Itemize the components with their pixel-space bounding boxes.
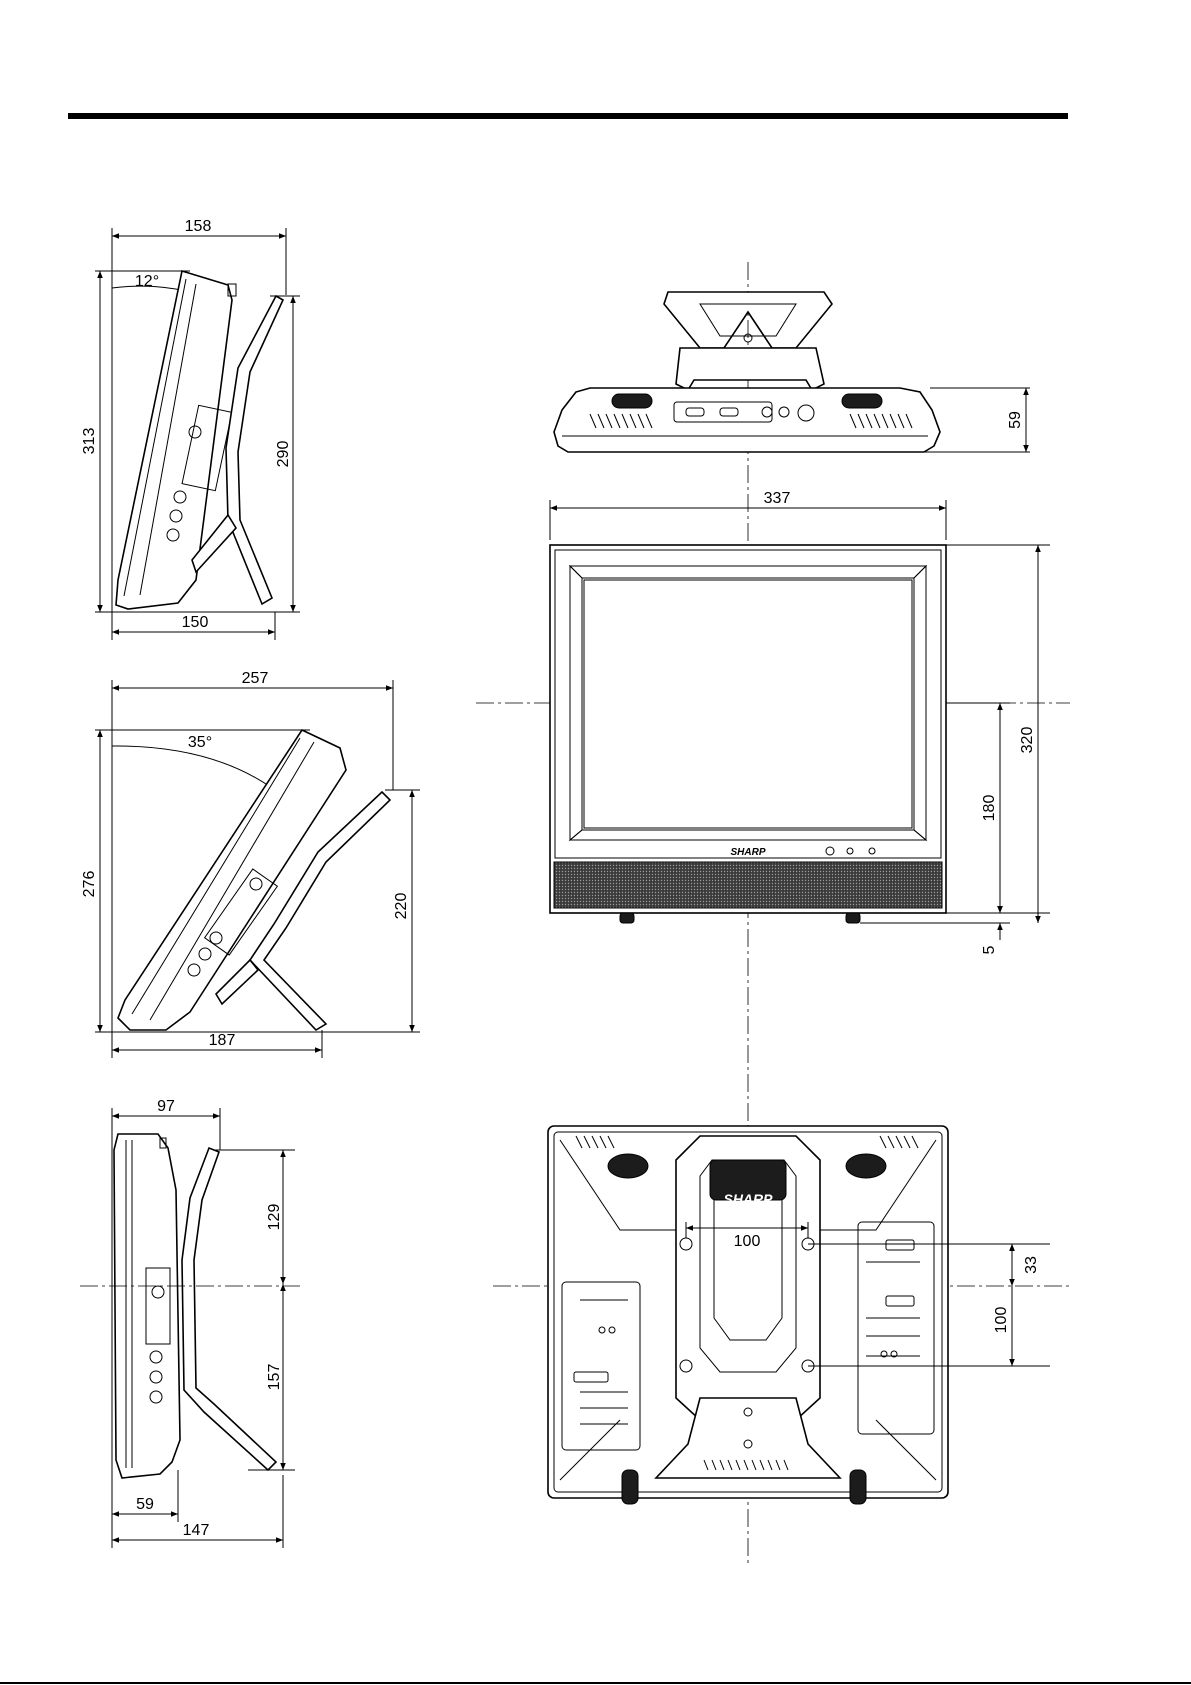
rear-view: SHARP [548,1126,1050,1504]
top-view [554,292,1030,452]
dim-front-height: 320 [1019,727,1036,754]
dim-35-height-stand: 220 [393,893,410,920]
dim-upright-height-lower: 157 [266,1364,283,1391]
rear-brand-logo: SHARP [723,1191,773,1207]
dim-rear-mount-vertical: 100 [993,1307,1010,1334]
dim-front-width: 337 [764,490,791,507]
dim-12-height-total: 313 [81,428,98,455]
dim-35-width-top: 257 [242,670,269,687]
header-rule [68,113,1068,119]
dim-35-width-base: 187 [209,1032,236,1049]
dim-front-center-height: 180 [981,795,998,822]
front-speaker-grille [554,862,942,908]
dim-upright-height-upper: 129 [266,1204,283,1231]
dim-35-angle: 35° [188,734,212,751]
dim-12-height-stand: 290 [275,441,292,468]
dim-upright-width-top: 97 [157,1098,175,1115]
dim-rear-mount-offset: 33 [1023,1256,1040,1274]
dim-12-width-base: 150 [182,614,209,631]
dim-12-width-top: 158 [185,218,212,235]
dim-12-angle: 12° [135,273,159,290]
dim-front-foot: 5 [981,945,998,954]
side-view-35deg [95,680,420,1058]
side-view-12deg [95,228,300,640]
dim-35-height-total: 276 [81,871,98,898]
dim-upright-depth-base: 59 [136,1496,154,1513]
front-view: SHARP [550,500,1050,940]
dim-upright-width-base: 147 [183,1522,210,1539]
front-brand-logo: SHARP [730,847,765,858]
dim-top-depth: 59 [1007,411,1024,429]
dim-rear-mount-horizontal: 100 [734,1233,761,1250]
side-view-upright [112,1108,295,1548]
